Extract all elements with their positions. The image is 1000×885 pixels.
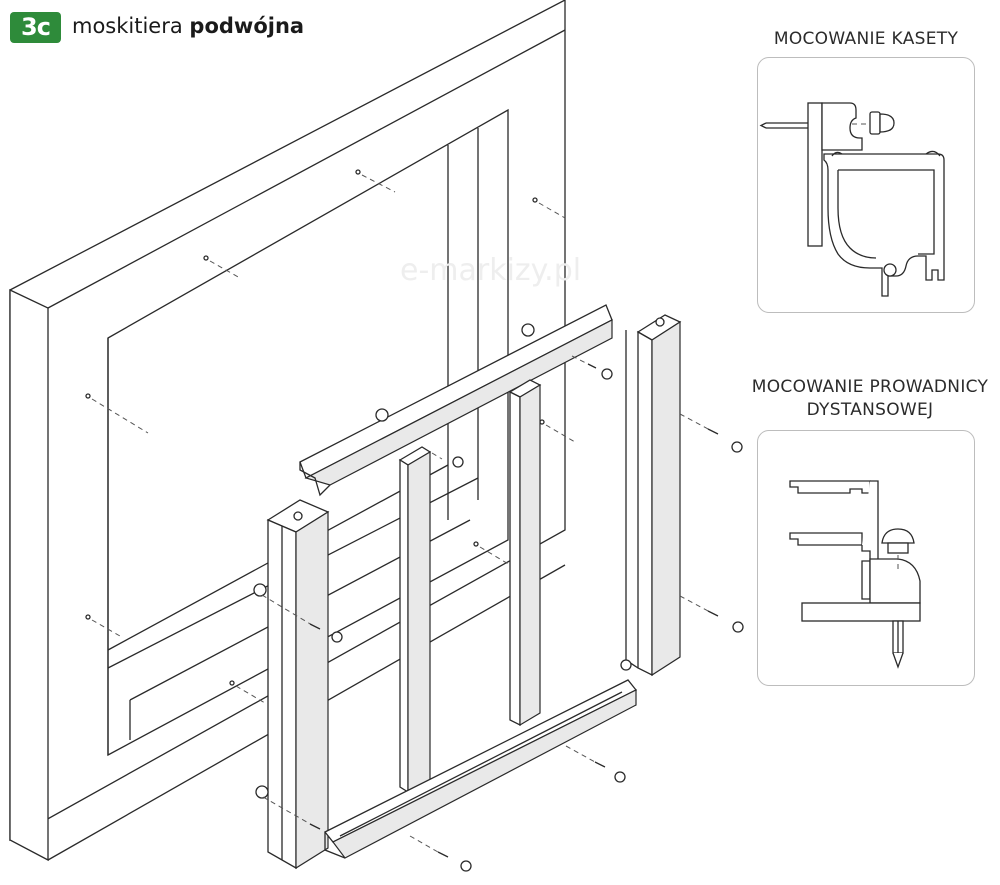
bottom-guide xyxy=(323,679,638,859)
guide-panel-title-line2: DYSTANSOWEJ xyxy=(806,400,934,420)
mounting-tabs xyxy=(253,583,632,799)
top-cassette xyxy=(299,304,613,497)
title-bold: podwójna xyxy=(189,14,305,38)
page-title: moskitiera podwójna xyxy=(72,14,304,38)
screws xyxy=(261,355,744,872)
wall-screw-marks xyxy=(85,169,576,704)
cassette-panel-title: MOCOWANIE KASETY xyxy=(773,29,959,49)
guide-panel-title: MOCOWANIE PROWADNICY DYSTANSOWEJ xyxy=(745,376,995,422)
inner-bars xyxy=(398,379,542,794)
cassette-detail-drawing xyxy=(759,102,945,297)
watermark: e-markizy.pl xyxy=(400,253,581,288)
guide-detail-drawing xyxy=(789,480,921,669)
cassette-detail-panel xyxy=(757,57,975,313)
step-badge: 3c xyxy=(10,12,61,43)
left-profile xyxy=(266,499,330,870)
right-profile xyxy=(625,314,682,677)
title-regular: moskitiera xyxy=(72,14,190,38)
guide-panel-title-line1: MOCOWANIE PROWADNICY xyxy=(751,377,989,397)
guide-detail-panel xyxy=(757,430,975,686)
